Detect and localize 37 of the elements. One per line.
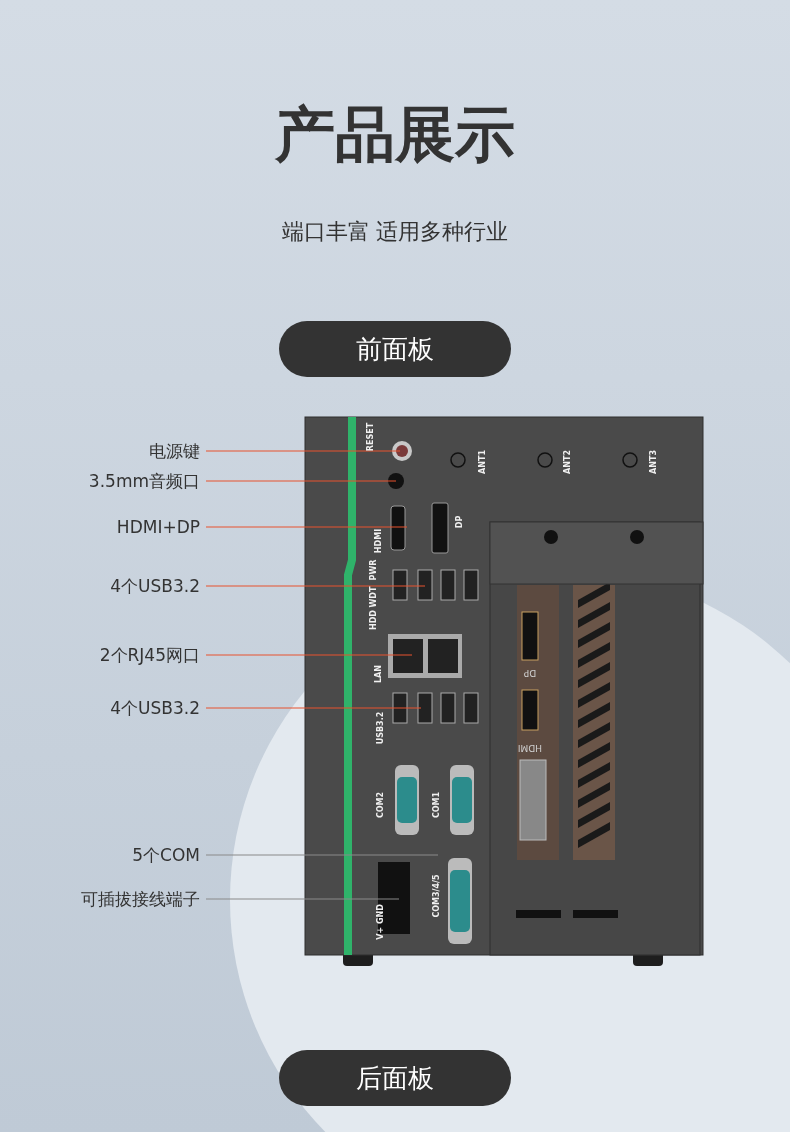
leader-line	[205, 526, 408, 528]
port-label: 2个RJ45网口	[99, 643, 200, 667]
port-marking: HDMI	[517, 742, 543, 752]
port-label: 4个USB3.2	[110, 696, 200, 720]
port-marking: PWR	[370, 559, 378, 581]
port-marking: USB3.2	[377, 711, 385, 745]
port-label: 3.5mm音频口	[88, 469, 200, 493]
port-label: 电源键	[149, 439, 200, 463]
port-marking: HDMI	[375, 528, 383, 554]
leader-line	[205, 585, 426, 587]
panel-pill: 前面板	[279, 321, 511, 377]
port-marking: COM1	[433, 791, 441, 819]
leader-line	[205, 854, 439, 856]
port-marking: V+ GND	[377, 904, 385, 940]
port-marking: ANT1	[479, 450, 487, 474]
port-marking: RESET	[367, 422, 375, 452]
port-marking: LAN	[375, 665, 383, 683]
port-marking: WDT	[370, 586, 378, 608]
port-marking: DP	[456, 515, 464, 529]
title: 产品展示	[274, 98, 516, 171]
port-marking: DP	[523, 667, 537, 677]
panel-pill: 后面板	[279, 1050, 511, 1106]
port-label: 可插拔接线端子	[81, 887, 200, 911]
port-marking: ANT2	[564, 450, 572, 474]
leader-line	[205, 707, 422, 709]
port-marking: COM3/4/5	[433, 874, 441, 918]
leader-line	[205, 480, 397, 482]
leader-line	[205, 654, 413, 656]
subtitle: 端口丰富 适用多种行业	[280, 218, 510, 246]
port-marking: ANT3	[650, 450, 658, 474]
leader-line	[205, 450, 401, 452]
port-label: HDMI+DP	[116, 517, 200, 537]
port-marking: COM2	[377, 791, 385, 819]
leader-line	[205, 898, 400, 900]
port-label: 4个USB3.2	[110, 574, 200, 598]
port-label: 5个COM	[132, 843, 200, 867]
port-marking: HDD	[370, 610, 378, 630]
